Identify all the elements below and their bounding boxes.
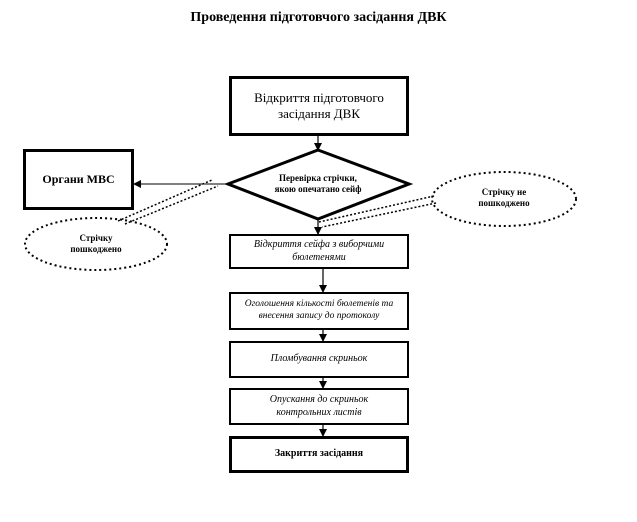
diagram-title: Проведення підготовчого засідання ДВК: [190, 10, 447, 25]
dashed-link-not-damaged-b: [321, 202, 437, 228]
ellipse-tape-damaged: [24, 217, 168, 271]
ellipse-tape-not-damaged: [431, 171, 577, 227]
node-mvs: Органи МВС: [23, 149, 134, 210]
node-close: Закриття засідання: [229, 436, 409, 473]
node-check-seal: Перевірка стрічки, якою опечатано сейф: [274, 173, 362, 194]
node-start: Відкриття підготовчого засідання ДВК: [229, 76, 409, 136]
node-announce-count: Оголошення кількості бюлетенів та внесен…: [229, 292, 409, 330]
node-tape-damaged: Стрічку пошкоджено: [70, 233, 122, 254]
dashed-link-damaged-b: [124, 185, 219, 225]
node-control-sheets: Опускання до скриньок контрольних листів: [229, 388, 409, 425]
node-open-safe: Відкриття сейфа з виборчими бюлетенями: [229, 234, 409, 269]
dashed-link-damaged-a: [117, 179, 213, 222]
node-tape-not-damaged: Стрічку не пошкоджено: [478, 187, 530, 208]
node-seal-boxes: Пломбування скриньок: [229, 341, 409, 378]
